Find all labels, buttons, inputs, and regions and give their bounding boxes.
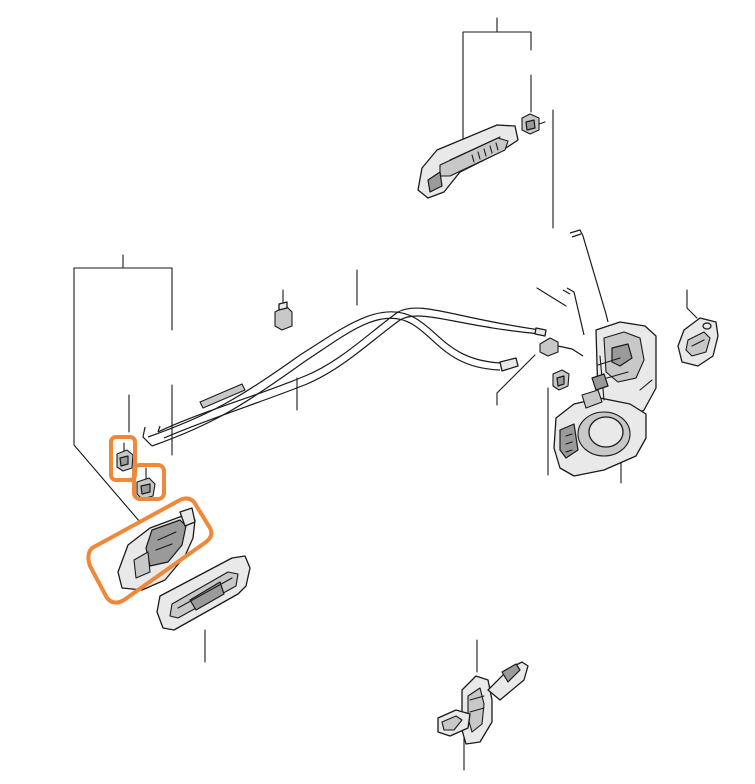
- outer-handle-bolt: [521, 113, 546, 135]
- highlight-clip-lower: [132, 463, 166, 501]
- door-check: [437, 661, 529, 745]
- highlight-clip-upper: [109, 435, 137, 482]
- inner-handle-bezel: [156, 555, 251, 631]
- highlight-outlines: [86, 435, 214, 605]
- clip-upper: [116, 442, 134, 472]
- highlight-inner-handle: [86, 496, 214, 605]
- striker: [677, 317, 719, 367]
- rod-end-fittings: [539, 337, 584, 391]
- clip-lower: [136, 467, 156, 500]
- inner-handle: [117, 507, 196, 591]
- release-cables: [142, 307, 547, 447]
- handle-rib-marks: [471, 142, 499, 163]
- door-lock-actuator: [553, 321, 657, 477]
- cable-clip: [274, 289, 293, 331]
- outer-handle: [417, 124, 519, 199]
- latch-rod: [562, 229, 609, 336]
